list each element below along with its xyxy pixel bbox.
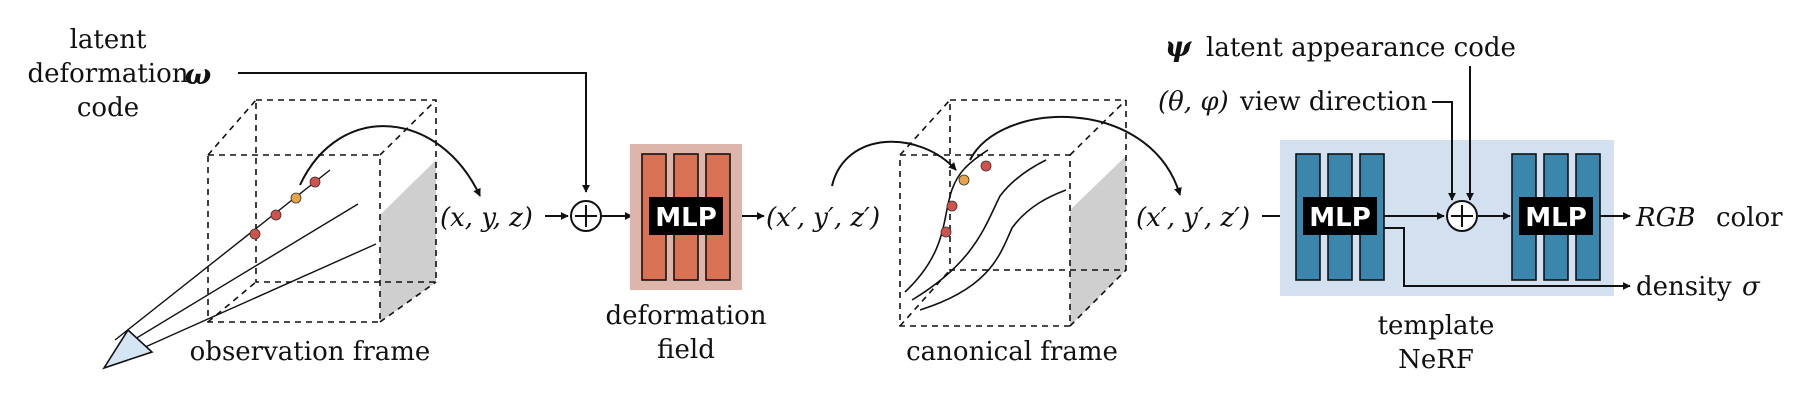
template-nerf-block: MLP MLP — [1280, 140, 1614, 296]
xyz-prime-label: (x′, y′, z′) — [766, 203, 880, 233]
canonical-frame-edge — [899, 269, 951, 327]
canonical-frame-front — [899, 154, 1071, 327]
sample-point — [249, 228, 261, 240]
view-direction-symbol: (θ, φ) — [1158, 87, 1229, 117]
rgb-color-label: color — [1716, 203, 1783, 233]
observation-frame-edge — [207, 99, 257, 156]
omega-to-plus-arrow — [238, 72, 590, 193]
deform-mlp-label: MLP — [655, 203, 717, 233]
view-to-plus-arrow — [1432, 101, 1456, 201]
deformation-field-block: MLP — [630, 144, 742, 290]
latent-deformation-code: latent deformation code ω — [27, 25, 211, 123]
canonical-frame-edge — [1069, 269, 1127, 327]
canonical-frame-face — [1070, 156, 1126, 326]
canonical-frame-edge — [1069, 99, 1127, 156]
latent-deformation-line1: latent — [70, 25, 147, 55]
camera-ray — [119, 203, 359, 349]
sample-point — [946, 200, 958, 212]
deformation-field-line1: deformation — [605, 301, 766, 331]
plus-node-appearance — [1446, 200, 1478, 232]
mlp1-to-density-arrow — [1384, 227, 1631, 290]
camera-ray — [124, 243, 377, 357]
canonical-curved-arrow — [969, 115, 1182, 196]
rgb-symbol: RGB — [1635, 203, 1695, 233]
deformation-field-line2: field — [657, 335, 715, 365]
latent-appearance-code-label: latent appearance code — [1206, 33, 1516, 63]
deform-mlp-badge — [649, 197, 723, 235]
observation-frame-face — [380, 160, 436, 322]
density-label: density — [1636, 272, 1732, 302]
canonical-frame-cube — [899, 99, 1127, 327]
observation-frame-edge — [379, 99, 437, 156]
xyz-prime-label-2: (x′, y′, z′) — [1136, 203, 1250, 233]
sample-point — [270, 209, 282, 221]
observation-frame-cube — [207, 99, 437, 323]
sample-point — [309, 176, 321, 188]
observation-frame-front — [207, 154, 381, 323]
xyz-label: (x, y, z) — [440, 203, 533, 233]
canonical-frame-label: canonical frame — [906, 337, 1118, 367]
sample-point — [940, 226, 952, 238]
camera-icon — [102, 328, 154, 370]
bent-ray — [911, 159, 1047, 301]
bent-ray — [904, 149, 989, 293]
sample-point-highlight — [290, 192, 302, 204]
bent-ray — [919, 189, 1067, 311]
sigma-symbol: σ — [1742, 272, 1761, 302]
nerf-mlp2-badge — [1519, 197, 1593, 235]
latent-deformation-line3: code — [77, 93, 139, 123]
plus-node-deformation — [570, 200, 602, 232]
template-nerf-line1: template — [1378, 311, 1495, 341]
observation-curved-arrow — [299, 125, 481, 197]
omega-symbol: ω — [185, 58, 212, 91]
nerf-mlp1-badge — [1303, 197, 1377, 235]
template-nerf-line2: NeRF — [1398, 345, 1474, 375]
nerf-mlp1-label: MLP — [1309, 203, 1371, 233]
view-direction-label: view direction — [1239, 87, 1428, 117]
latent-deformation-line2: deformation — [27, 59, 188, 89]
sample-point-highlight — [958, 174, 970, 186]
sample-point — [980, 160, 992, 172]
nerf-mlp2-label: MLP — [1525, 203, 1587, 233]
xyzprime-to-canonical-arrow — [831, 140, 957, 187]
observation-frame-label: observation frame — [190, 337, 431, 367]
canonical-frame-edge — [899, 99, 951, 156]
psi-symbol: ψ — [1165, 30, 1193, 63]
observation-frame-edge — [379, 281, 437, 323]
